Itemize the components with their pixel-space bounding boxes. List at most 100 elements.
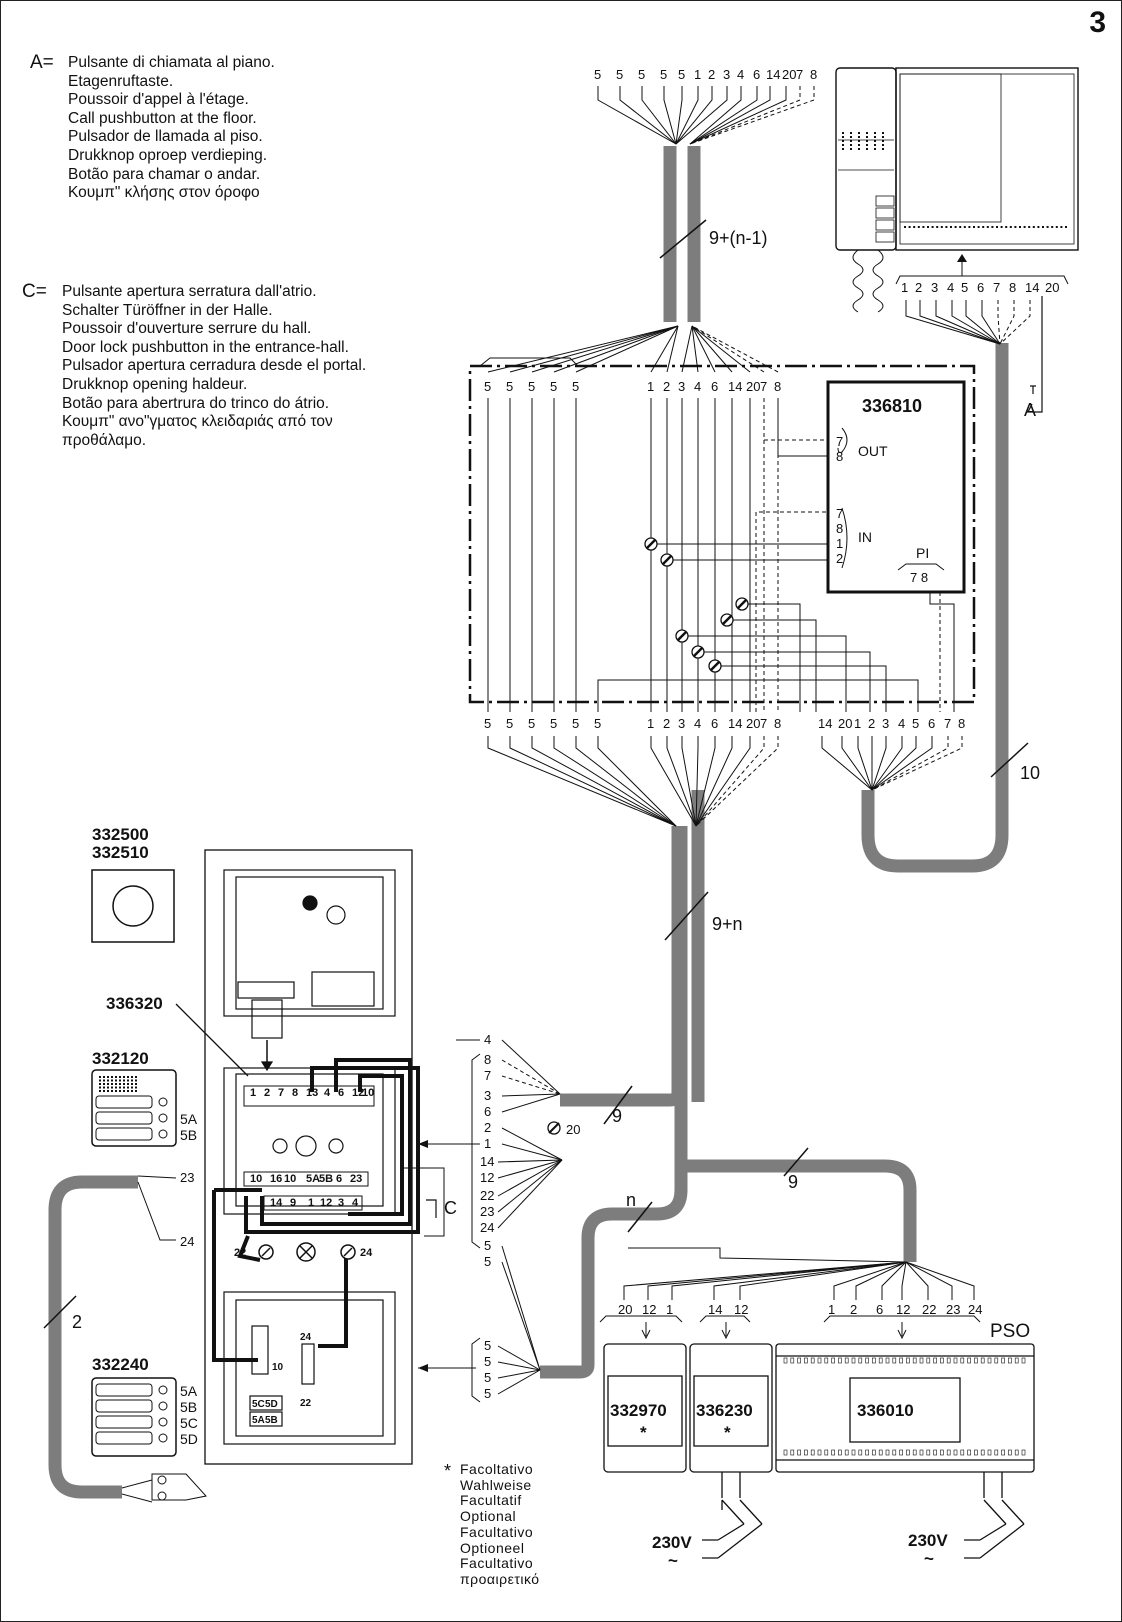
speaker-dot [874, 136, 876, 138]
monitor-unit [835, 67, 1079, 313]
vent [797, 1449, 801, 1456]
dist-fan-wire [691, 325, 765, 373]
junction-wire [497, 1159, 563, 1197]
vent [967, 1357, 971, 1364]
legend-line: Facultatif [460, 1492, 522, 1509]
dist-bottom-terminal: 5 [594, 716, 601, 731]
vent [831, 1449, 835, 1456]
dist-bottom-terminal: 3 [678, 716, 685, 731]
vent [865, 1449, 869, 1456]
key-5a: 5A [180, 1111, 198, 1127]
psu-terminal-a: 12 [642, 1302, 656, 1317]
grille-dot [103, 1090, 105, 1092]
dist-right-wire [871, 736, 903, 791]
dist-bottom-terminal: 5 [550, 716, 557, 731]
vent [960, 1357, 965, 1364]
top-terminal: 8 [810, 67, 817, 82]
dist-right-wire [821, 736, 873, 791]
grille-dot [99, 1079, 101, 1082]
junction-wire [501, 1261, 541, 1371]
distributor-fan [479, 325, 963, 827]
monitor-dot [904, 226, 906, 228]
grille-dot [119, 1076, 121, 1078]
junction-terminal: 12 [480, 1170, 494, 1185]
monitor-bracket [895, 275, 1069, 285]
key-5b: 5B [180, 1127, 197, 1143]
speaker-module [223, 1067, 396, 1215]
voltage-symbol-2: ~ [924, 1549, 934, 1568]
grille-dot [111, 1076, 113, 1078]
dist-fan-wire [691, 325, 779, 373]
grille-dot [115, 1083, 117, 1085]
monitor-dot [1032, 226, 1035, 228]
monitor-dot [968, 226, 971, 228]
dist-top-terminal: 5 [484, 379, 491, 394]
junction-wire [501, 1059, 561, 1095]
psu-terminal-c: 12 [896, 1302, 910, 1317]
legend-line: Poussoir d'appel à l'étage. [68, 91, 249, 109]
vent [831, 1357, 835, 1364]
monitor-dot [917, 226, 920, 228]
speaker-dot [858, 140, 860, 142]
voltage-2: 230V [908, 1531, 948, 1550]
top-terminal: 4 [737, 67, 744, 82]
monitor-dot [1046, 226, 1049, 228]
vent [817, 1357, 822, 1364]
speaker-dot [850, 140, 852, 142]
monitor-wire [965, 300, 1001, 345]
keypad-332120 [91, 1069, 177, 1147]
top-wire [689, 86, 801, 145]
top-terminal: 2 [708, 67, 715, 82]
top-terminal: 5 [678, 67, 685, 82]
grille-dot [103, 1076, 105, 1078]
top-wire [689, 86, 742, 145]
vent [912, 1357, 917, 1364]
legend-line: Facoltativo [460, 1461, 534, 1477]
top-wire [619, 86, 677, 145]
dist-w5 [715, 665, 887, 712]
top-wire [689, 86, 787, 145]
grille-dot [107, 1086, 109, 1089]
grille-dot [135, 1086, 137, 1089]
dist-fan-wire [681, 325, 693, 373]
junction-node-label: 20 [566, 1122, 580, 1137]
dist-bottom-terminal-r: 1 [854, 716, 861, 731]
vent [892, 1357, 897, 1364]
top-wire [675, 86, 728, 145]
grille-dot [119, 1083, 121, 1085]
legend-line: Poussoir d'ouverture serrure du hall. [62, 320, 312, 338]
grille-dot [119, 1090, 121, 1092]
dist-fan-wire [691, 325, 733, 373]
vent [919, 1357, 924, 1364]
monitor-dot [913, 226, 916, 228]
dist-top-terminal: 5 [528, 379, 535, 394]
cable-top-label: 9+(n-1) [709, 228, 768, 248]
grille-dot [123, 1086, 125, 1089]
legend-line: Call pushbutton at the floor. [68, 109, 257, 127]
vent [851, 1449, 856, 1456]
dist-bottom-terminal-r: 2 [868, 716, 875, 731]
dist-bottom-terminal-r: 20 [838, 716, 852, 731]
dist-top-terminal: 8 [774, 379, 781, 394]
top-wire [689, 86, 771, 145]
legend-line: Pulsante apertura serratura dall'atrio. [62, 283, 317, 300]
vent [838, 1357, 842, 1364]
out-terminal: 7 [836, 434, 843, 449]
vent [885, 1449, 890, 1456]
module-terminal-mid: 16 [270, 1173, 282, 1185]
vent [878, 1357, 883, 1364]
vent [838, 1449, 842, 1456]
vent [933, 1357, 937, 1364]
dist-top-terminal: 20 [746, 379, 760, 394]
dist-pi8 [929, 592, 955, 712]
junction-terminal: 5 [484, 1254, 491, 1269]
top-wire [675, 86, 713, 145]
door-button-c [426, 1199, 437, 1218]
speaker-dot [842, 148, 844, 150]
vent [817, 1449, 822, 1456]
label-a: A [1024, 400, 1036, 420]
vent [987, 1449, 992, 1456]
junction-wire [501, 1039, 561, 1095]
monitor-dot [996, 226, 998, 228]
